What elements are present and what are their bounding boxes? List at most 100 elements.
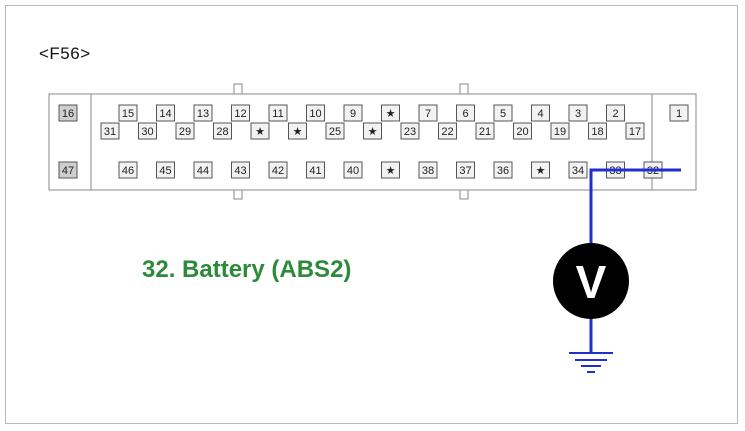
pin-12: 12 bbox=[231, 104, 250, 122]
pin-label: 2 bbox=[612, 108, 618, 120]
pin-label: 36 bbox=[497, 165, 509, 177]
pin-25: 25 bbox=[325, 122, 345, 140]
pin-label: 11 bbox=[272, 108, 283, 120]
pin-20: 20 bbox=[513, 122, 532, 140]
pin-label: 18 bbox=[591, 126, 603, 138]
diagram-frame bbox=[5, 5, 738, 424]
pin-14: 14 bbox=[156, 104, 175, 122]
pin-label: 46 bbox=[122, 165, 134, 177]
pin-label: 29 bbox=[179, 126, 191, 138]
pin-label: 10 bbox=[309, 108, 321, 120]
pin-label: 45 bbox=[159, 165, 171, 177]
pin-47: 47 bbox=[58, 161, 78, 179]
pin-unused: ★ bbox=[381, 104, 400, 122]
voltmeter-symbol: V bbox=[576, 256, 607, 308]
pin-31: 31 bbox=[100, 122, 120, 140]
pin-unused: ★ bbox=[531, 161, 550, 179]
pin-43: 43 bbox=[231, 161, 250, 179]
pin-40: 40 bbox=[343, 161, 363, 179]
pin-label: 34 bbox=[572, 165, 584, 177]
pin-label: 43 bbox=[234, 165, 246, 177]
pin-10: 10 bbox=[306, 104, 325, 122]
pin-label: 16 bbox=[62, 108, 74, 120]
pin-label: 14 bbox=[159, 108, 171, 120]
pin-3: 3 bbox=[568, 104, 588, 122]
pin-45: 45 bbox=[156, 161, 175, 179]
pin-label: 38 bbox=[422, 165, 434, 177]
pin-unused: ★ bbox=[363, 122, 382, 140]
pin-36: 36 bbox=[493, 161, 513, 179]
pin-label: 41 bbox=[309, 165, 321, 177]
connector-label: <F56> bbox=[39, 44, 91, 63]
pin-2: 2 bbox=[606, 104, 625, 122]
pin-label: 15 bbox=[122, 108, 134, 120]
pin-15: 15 bbox=[118, 104, 138, 122]
pin-unused: ★ bbox=[288, 122, 307, 140]
pin-label: 9 bbox=[350, 108, 356, 120]
pin-label: 21 bbox=[479, 126, 491, 138]
pin-label: 1 bbox=[676, 108, 682, 120]
pin-label: 20 bbox=[516, 126, 528, 138]
pin-41: 41 bbox=[306, 161, 325, 179]
pin-label: 30 bbox=[141, 126, 153, 138]
pin-label: 12 bbox=[234, 108, 246, 120]
pin-29: 29 bbox=[175, 122, 195, 140]
pin-label: ★ bbox=[293, 126, 303, 138]
pin-18: 18 bbox=[588, 122, 607, 140]
pin-19: 19 bbox=[550, 122, 570, 140]
pin-label: ★ bbox=[368, 126, 378, 138]
pin-37: 37 bbox=[456, 161, 475, 179]
pin-9: 9 bbox=[343, 104, 363, 122]
pin-17: 17 bbox=[625, 122, 645, 140]
pin-label: 4 bbox=[537, 108, 543, 120]
pin-label: ★ bbox=[536, 165, 546, 177]
pin-4: 4 bbox=[531, 104, 550, 122]
pin-34: 34 bbox=[568, 161, 588, 179]
pin-28: 28 bbox=[213, 122, 232, 140]
pin-unused: ★ bbox=[381, 161, 400, 179]
pin-label: ★ bbox=[386, 108, 396, 120]
pin-5: 5 bbox=[493, 104, 513, 122]
pin-label: 28 bbox=[216, 126, 228, 138]
pin-42: 42 bbox=[268, 161, 288, 179]
pin-11: 11 bbox=[268, 104, 288, 122]
pin-44: 44 bbox=[193, 161, 213, 179]
pin-label: 25 bbox=[329, 126, 341, 138]
pin-label: 37 bbox=[459, 165, 471, 177]
pin-13: 13 bbox=[193, 104, 213, 122]
pin-label: 22 bbox=[441, 126, 453, 138]
connector-body bbox=[48, 83, 697, 200]
pin-46: 46 bbox=[118, 161, 138, 179]
pin-23: 23 bbox=[400, 122, 420, 140]
pin-unused: ★ bbox=[250, 122, 270, 140]
pin-1: 1 bbox=[669, 104, 689, 122]
pin-label: 7 bbox=[425, 108, 431, 120]
pin-label: 19 bbox=[554, 126, 566, 138]
pin-label: 5 bbox=[500, 108, 506, 120]
pin-38: 38 bbox=[418, 161, 438, 179]
pin-label: 13 bbox=[197, 108, 209, 120]
pin-22: 22 bbox=[438, 122, 457, 140]
ground-icon bbox=[569, 352, 613, 373]
pin-label: 3 bbox=[575, 108, 581, 120]
probe-wire bbox=[589, 168, 681, 248]
pin-21: 21 bbox=[475, 122, 495, 140]
pin-label: 17 bbox=[629, 126, 641, 138]
voltmeter-icon: V bbox=[553, 243, 629, 319]
pin-label: 47 bbox=[62, 165, 74, 177]
pin-6: 6 bbox=[456, 104, 475, 122]
pin-label: 42 bbox=[272, 165, 284, 177]
pin-label: ★ bbox=[255, 126, 265, 138]
pin-16: 16 bbox=[58, 104, 78, 122]
pin-label: ★ bbox=[386, 165, 396, 177]
pin-7: 7 bbox=[418, 104, 438, 122]
pin-label: 44 bbox=[197, 165, 209, 177]
pin-label: 31 bbox=[104, 126, 116, 138]
measurement-caption: 32. Battery (ABS2) bbox=[142, 256, 352, 283]
pin-label: 40 bbox=[347, 165, 359, 177]
pin-label: 23 bbox=[404, 126, 416, 138]
pin-label: 6 bbox=[462, 108, 468, 120]
pin-30: 30 bbox=[138, 122, 157, 140]
